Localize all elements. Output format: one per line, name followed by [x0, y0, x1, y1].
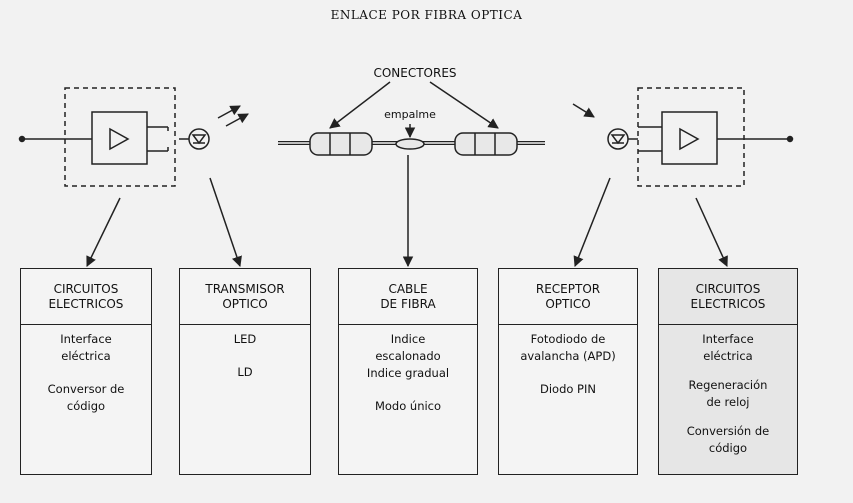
- transmitter-dashed-enclosure: [64, 87, 176, 187]
- receiver-dashed-enclosure: [637, 87, 745, 187]
- amplifier-triangle-icon: [109, 127, 130, 151]
- led-source-icon: [188, 128, 210, 150]
- receiver-assembly: [572, 87, 794, 187]
- box-item-text: de reloj: [706, 395, 750, 409]
- right-connector: [454, 132, 518, 156]
- box-title-line: DE FIBRA: [380, 296, 436, 311]
- box-body: LED LD: [180, 331, 310, 381]
- box-cable-de-fibra: CABLE DE FIBRA Indice escalonado Indice …: [338, 268, 478, 475]
- box-item-text: eléctrica: [61, 349, 111, 363]
- fiber-with-connectors: [278, 81, 545, 156]
- box-item-text: LED: [233, 332, 257, 346]
- light-ray-icon: [225, 113, 249, 127]
- box-title-line: CIRCUITOS: [53, 281, 119, 296]
- box-title-line: RECEPTOR: [535, 281, 601, 296]
- box-circuitos-electricos-rx: CIRCUITOS ELECTRICOS Interface eléctrica…: [658, 268, 798, 475]
- splice-icon: [395, 138, 425, 150]
- box-title-line: CIRCUITOS: [695, 281, 761, 296]
- box-item-text: Regeneración: [688, 378, 768, 392]
- box-item-text: Interface: [702, 332, 754, 346]
- box-item-text: escalonado: [375, 349, 441, 363]
- splice-label: empalme: [384, 108, 436, 121]
- box-header: CIRCUITOS ELECTRICOS: [21, 269, 151, 325]
- diagram-title: ENLACE POR FIBRA OPTICA: [330, 8, 523, 22]
- transmitter-assembly: [18, 87, 249, 187]
- photodiode-icon: [607, 128, 629, 150]
- box-title-line: OPTICO: [222, 296, 268, 311]
- box-item-text: Fotodiodo de: [530, 332, 606, 346]
- box-item-text: Indice gradual: [366, 366, 450, 380]
- amplifier-triangle-icon: [679, 127, 700, 151]
- box-body: Indice escalonado Indice gradual Modo ún…: [339, 331, 477, 415]
- box-item-text: Interface: [60, 332, 112, 346]
- box-header: CABLE DE FIBRA: [339, 269, 477, 325]
- box-item-text: código: [66, 399, 106, 413]
- transmitter-amplifier-block: [91, 111, 148, 165]
- box-item-text: código: [708, 441, 748, 455]
- box-title-line: CABLE: [388, 281, 428, 296]
- connectors-label: CONECTORES: [373, 66, 457, 80]
- box-title-line: ELECTRICOS: [690, 296, 766, 311]
- box-item-text: eléctrica: [703, 349, 753, 363]
- box-title-line: OPTICO: [545, 296, 591, 311]
- pointer-arrows: [86, 155, 728, 268]
- left-connector: [309, 132, 373, 156]
- input-terminal: [18, 135, 26, 143]
- box-item-text: Indice: [390, 332, 426, 346]
- box-header: TRANSMISOR OPTICO: [180, 269, 310, 325]
- box-header: CIRCUITOS ELECTRICOS: [659, 269, 797, 325]
- box-receptor-optico: RECEPTOR OPTICO Fotodiodo de avalancha (…: [498, 268, 638, 475]
- output-terminal: [786, 135, 794, 143]
- receiver-amplifier-block: [661, 111, 718, 165]
- box-item-text: Conversión de: [686, 424, 770, 438]
- box-header: RECEPTOR OPTICO: [499, 269, 637, 325]
- box-body: Fotodiodo de avalancha (APD) Diodo PIN: [499, 331, 637, 398]
- box-title-line: ELECTRICOS: [48, 296, 124, 311]
- box-item-text: Modo único: [374, 399, 442, 413]
- box-item-text: LD: [237, 365, 253, 379]
- box-item-text: Diodo PIN: [539, 382, 596, 396]
- box-title-line: TRANSMISOR: [205, 281, 285, 296]
- box-item-text: Conversor de: [47, 382, 125, 396]
- box-body: Interface eléctrica Conversor de código: [21, 331, 151, 415]
- box-transmisor-optico: TRANSMISOR OPTICO LED LD: [179, 268, 311, 475]
- box-circuitos-electricos-tx: CIRCUITOS ELECTRICOS Interface eléctrica…: [20, 268, 152, 475]
- box-item-text: avalancha (APD): [520, 349, 616, 363]
- incoming-light-icon: [572, 103, 595, 118]
- box-body: Interface eléctrica Regeneración de relo…: [659, 331, 797, 457]
- light-ray-icon: [217, 105, 241, 119]
